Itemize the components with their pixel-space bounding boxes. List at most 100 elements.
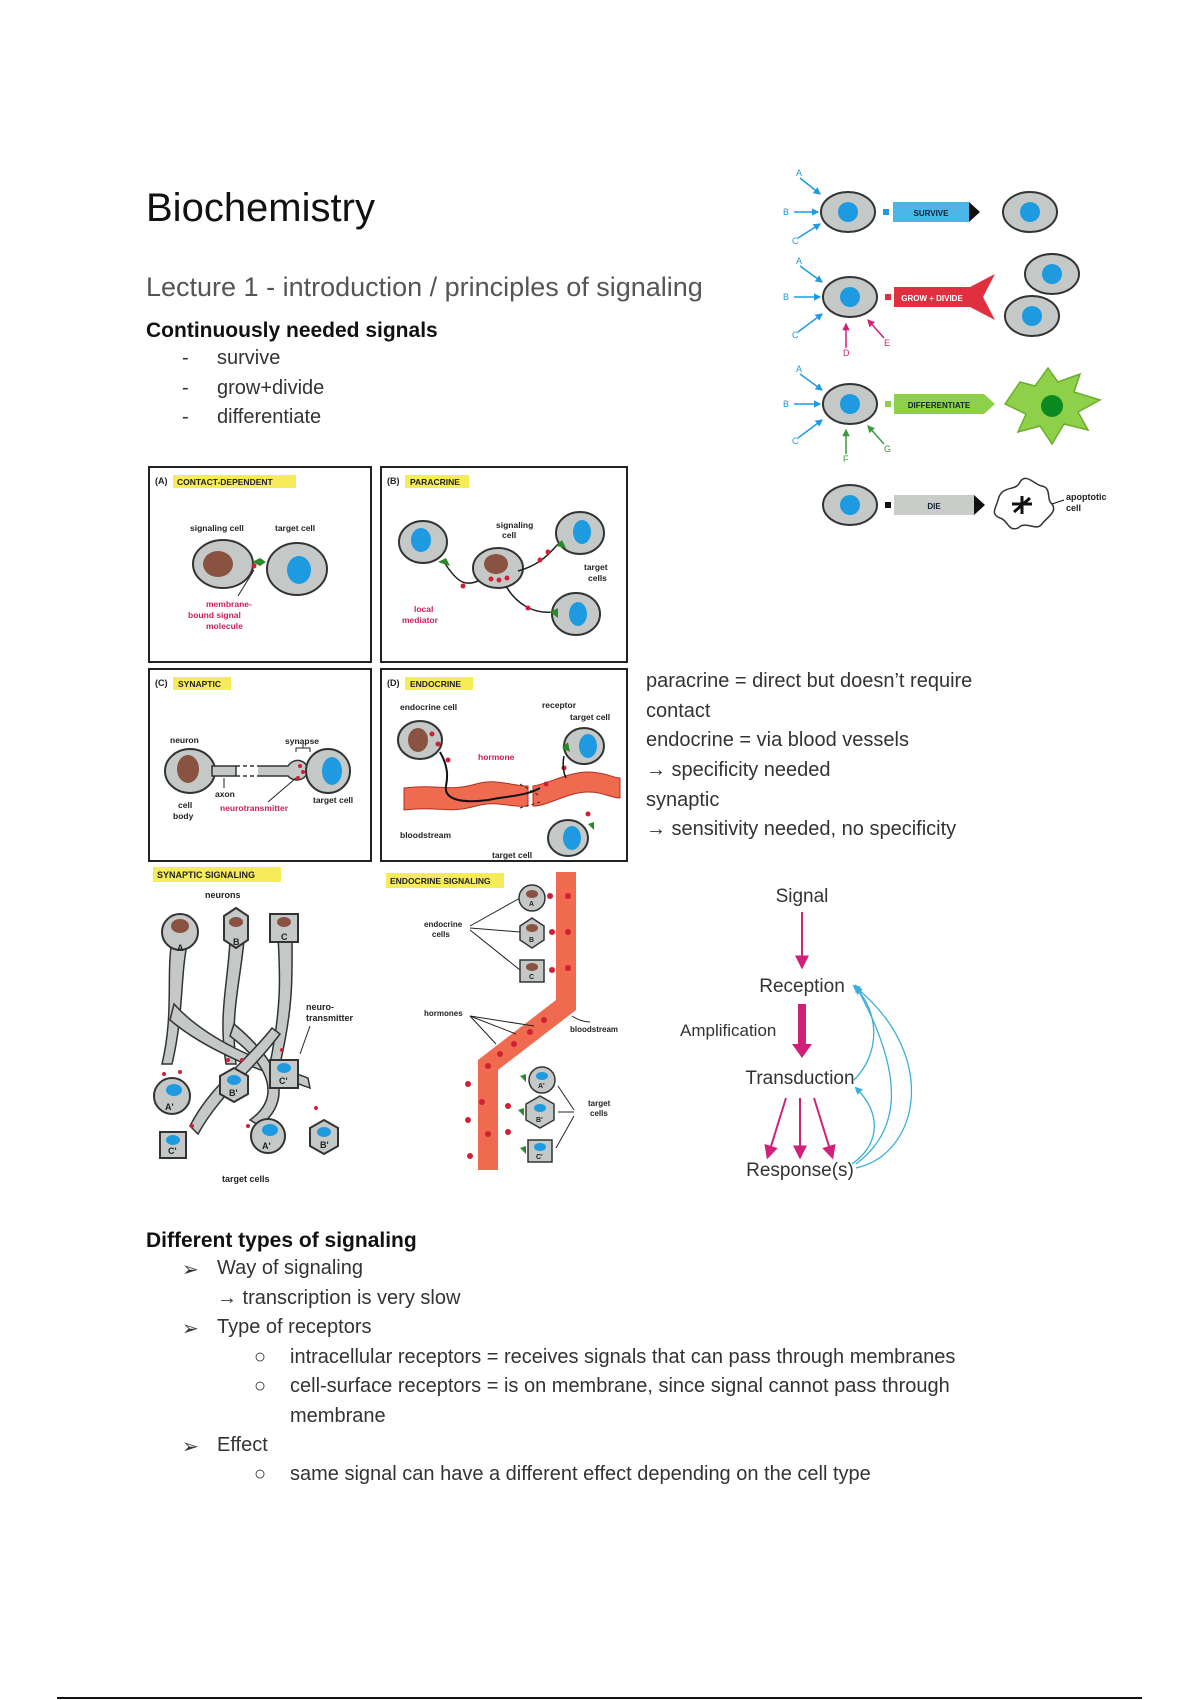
target-cell-icon	[153, 1077, 191, 1115]
differentiate-row: A B C F G DIFFERENTIATE	[783, 364, 1102, 464]
neuron-label: neuron	[170, 735, 199, 745]
list-item: Effect	[217, 1434, 268, 1456]
target-letter: C'	[279, 1076, 288, 1086]
membrane-bound-label: membrane-	[206, 599, 252, 609]
amplification-arrow	[792, 1004, 812, 1058]
document-title: Biochemistry	[146, 186, 375, 230]
axon-label: axon	[215, 789, 235, 799]
panel-endocrine: (D) ENDOCRINE endocrine cell receptor ta…	[380, 668, 628, 862]
list-item: intracellular receptors = receives signa…	[290, 1346, 956, 1368]
list-item: membrane	[290, 1405, 386, 1427]
hormone-label: hormone	[478, 752, 515, 762]
dash-bullet: -	[182, 347, 189, 369]
panel-paracrine: (B) PARACRINE signaling cell target cell…	[380, 466, 628, 663]
target-cells-label-2: cells	[590, 1109, 608, 1118]
circle-bullet-icon: ○	[254, 1346, 267, 1368]
list-item: survive	[217, 347, 281, 369]
lecture-subtitle: Lecture 1 - introduction / principles of…	[146, 272, 703, 302]
target-cells-label: target	[584, 562, 608, 572]
synapse-label: synapse	[285, 736, 319, 746]
apoptotic-label-2: cell	[1066, 503, 1081, 513]
target-cells-label: target	[588, 1099, 611, 1108]
endocrine-letter: B	[529, 937, 534, 944]
arrow-bullet-icon: ➢	[182, 1436, 199, 1458]
circle-bullet-icon: ○	[254, 1463, 267, 1485]
feedback-arrow	[851, 1086, 875, 1165]
nucleus-icon	[1020, 202, 1040, 222]
feedback-arrow	[855, 984, 893, 1165]
neurons-label: neurons	[205, 890, 241, 900]
note-line: → sensitivity needed, no specificity	[646, 818, 957, 840]
nucleus-icon	[840, 287, 860, 307]
page-bottom-rule	[57, 1697, 1142, 1699]
local-mediator-label: local	[414, 604, 433, 614]
grow-divide-arrow	[894, 287, 970, 307]
target-cell-label-2: target cell	[492, 850, 532, 860]
neurotransmitter-label-2: transmitter	[306, 1013, 354, 1023]
panel-c-tag: (C)	[155, 678, 168, 688]
panel-d-title: ENDOCRINE	[410, 679, 461, 689]
die-label: DIE	[927, 502, 941, 511]
list-item: → transcription is very slow	[217, 1287, 461, 1309]
section-heading-types-of-signaling: Different types of signaling	[146, 1229, 417, 1252]
endocrine-cells-label: endocrine	[424, 920, 463, 929]
target-cells-label-2: cells	[588, 573, 607, 583]
signal-label: Signal	[776, 886, 829, 907]
arrow-bullet-icon: ➢	[182, 1259, 199, 1281]
bloodstream-label: bloodstream	[570, 1025, 618, 1034]
cell-body-label: cell	[178, 800, 192, 810]
input-label-b: B	[783, 292, 789, 302]
input-label-a: A	[796, 168, 802, 178]
apoptotic-label: apoptotic	[1066, 492, 1107, 502]
input-label-b: B	[783, 207, 789, 217]
receptor-label: receptor	[542, 700, 577, 710]
nucleus-icon	[840, 394, 860, 414]
input-label-g: G	[884, 444, 891, 454]
list-item: differentiate	[217, 406, 322, 428]
cell-fate-figure: A B C SURVIVE A B C D E GROW + DIVIDE	[783, 168, 1107, 530]
bloodstream-label: bloodstream	[400, 830, 451, 840]
target-letter: A'	[538, 1083, 545, 1090]
panel-synaptic: (C) SYNAPTIC neuron synapse axon cell bo…	[148, 668, 372, 862]
panel-c-title: SYNAPTIC	[178, 679, 221, 689]
bloodstream-vessel	[478, 872, 576, 1170]
neuron-b-icon	[223, 906, 249, 950]
endocrine-cell-icon	[519, 917, 545, 949]
synaptic-signaling-figure: SYNAPTIC SIGNALING neurons A B C neuro- …	[153, 867, 354, 1184]
signal-cascade-figure: Signal Reception Amplification Transduct…	[680, 886, 913, 1181]
nucleus-icon	[840, 495, 860, 515]
target-cell-label: target cell	[275, 523, 315, 533]
input-label-f: F	[843, 454, 849, 464]
panel-b-tag: (B)	[387, 476, 400, 486]
input-label-d: D	[843, 348, 850, 358]
neuron-letter: B	[233, 937, 240, 947]
panel-contact-dependent: (A) CONTACT-DEPENDENT signaling cell tar…	[148, 466, 372, 663]
input-label-a: A	[796, 256, 802, 266]
note-line: endocrine = via blood vessels	[646, 729, 909, 751]
endocrine-cells-label-2: cells	[432, 930, 450, 939]
list-item: Type of receptors	[217, 1316, 372, 1338]
section-heading-continuous-signals: Continuously needed signals	[146, 319, 438, 342]
target-cell-label: target cell	[313, 795, 353, 805]
local-mediator-label-2: mediator	[402, 615, 439, 625]
survive-label: SURVIVE	[914, 209, 950, 218]
feedback-arrow	[852, 984, 913, 1169]
signaling-cell-label: signaling cell	[190, 523, 244, 533]
panel-a-title: CONTACT-DEPENDENT	[177, 477, 274, 487]
endocrine-signaling-title: ENDOCRINE SIGNALING	[390, 876, 491, 886]
input-label-e: E	[884, 338, 890, 348]
feedback-arrow	[853, 986, 875, 1081]
target-letter: B'	[536, 1117, 543, 1124]
list-item: same signal can have a different effect …	[290, 1463, 871, 1485]
dash-bullet: -	[182, 406, 189, 428]
neuron-letter: A	[177, 943, 184, 953]
transduction-label: Transduction	[745, 1068, 854, 1089]
target-letter: A'	[262, 1141, 271, 1151]
target-letter: B'	[320, 1140, 329, 1150]
note-line: paracrine = direct but doesn’t require	[646, 670, 973, 692]
synaptic-signaling-title: SYNAPTIC SIGNALING	[157, 870, 255, 880]
dash-bullet: -	[182, 377, 189, 399]
membrane-bound-label-3: molecule	[206, 621, 243, 631]
hormones-label: hormones	[424, 1009, 463, 1018]
target-letter: A'	[165, 1102, 174, 1112]
